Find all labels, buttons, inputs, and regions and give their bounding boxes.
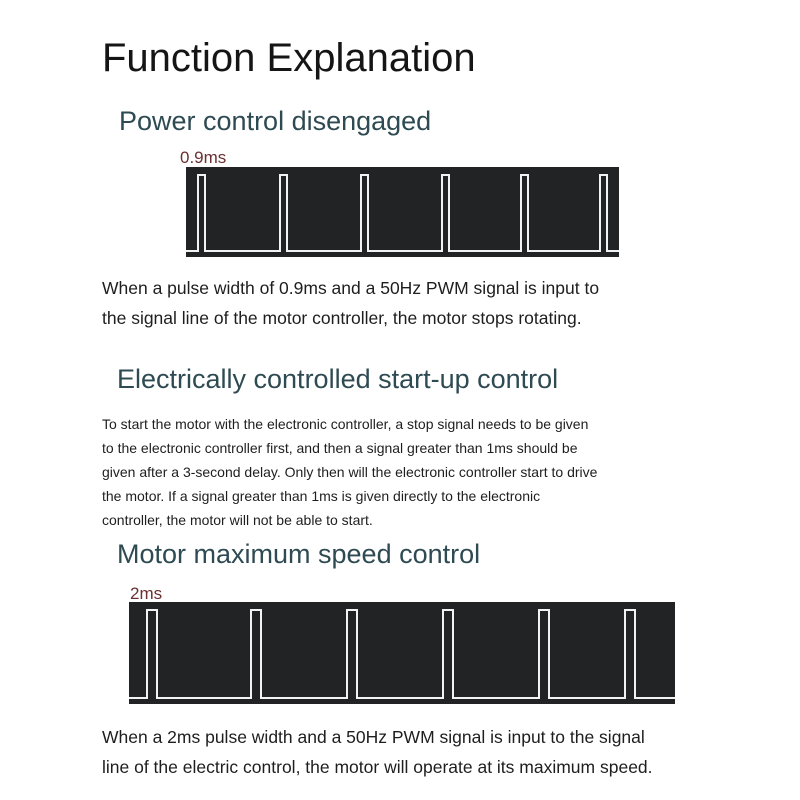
pwm-signal-line: [186, 174, 619, 252]
body-line: When a 2ms pulse width and a 50Hz PWM si…: [102, 727, 645, 747]
section-body-power-control: When a pulse width of 0.9ms and a 50Hz P…: [102, 273, 599, 333]
body-line: To start the motor with the electronic c…: [102, 416, 589, 432]
body-line: to the electronic controller first, and …: [102, 440, 578, 456]
section-body-max-speed: When a 2ms pulse width and a 50Hz PWM si…: [102, 722, 653, 782]
page-title: Function Explanation: [102, 36, 476, 80]
pulse-width-label-0-9ms: 0.9ms: [180, 148, 227, 167]
section-heading-startup-control: Electrically controlled start-up control: [117, 364, 559, 394]
pulse-width-label-2ms: 2ms: [130, 584, 163, 603]
waveform-background: [129, 602, 191, 610]
body-line: line of the electric control, the motor …: [102, 757, 653, 777]
waveform-background: [129, 602, 675, 704]
pwm-waveform-2ms: [129, 602, 675, 704]
section-heading-max-speed: Motor maximum speed control: [117, 539, 481, 569]
waveform-background: [186, 167, 264, 175]
body-line: given after a 3-second delay. Only then …: [102, 464, 598, 480]
pwm-waveform-0-9ms: [186, 167, 619, 257]
pwm-signal-line: [129, 609, 675, 699]
body-line: the motor. If a signal greater than 1ms …: [102, 488, 541, 504]
section-heading-power-control: Power control disengaged: [119, 106, 432, 136]
body-line: the signal line of the motor controller,…: [102, 308, 582, 328]
waveform-background: [186, 167, 619, 257]
section-body-startup-control: To start the motor with the electronic c…: [102, 412, 597, 532]
body-line: controller, the motor will not be able t…: [102, 512, 373, 528]
body-line: When a pulse width of 0.9ms and a 50Hz P…: [102, 278, 600, 298]
